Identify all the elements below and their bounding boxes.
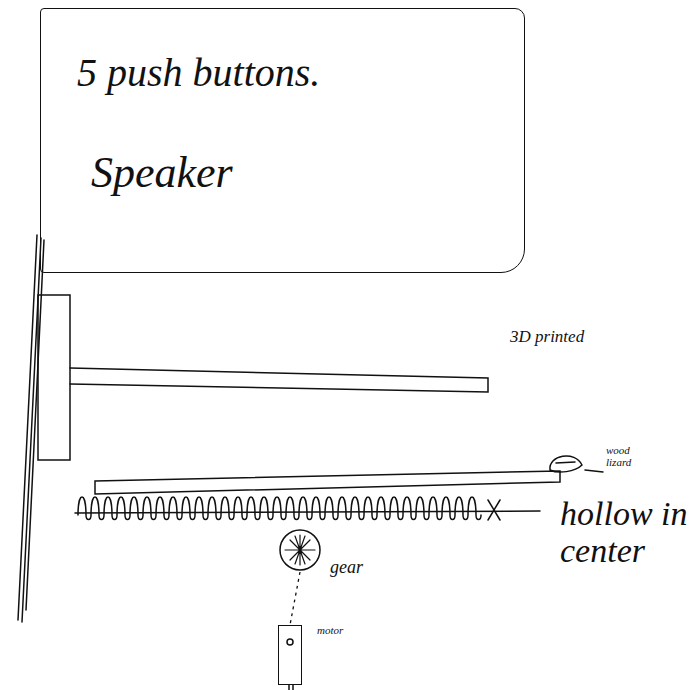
lizard-mark: [556, 462, 575, 463]
motor-box: motor: [278, 625, 302, 685]
node-text: motor: [317, 624, 377, 636]
part-label: hollow in center: [560, 495, 696, 570]
printed-rod: [70, 368, 488, 392]
part-label: wood lizard: [606, 444, 650, 468]
gear-ring: [280, 530, 320, 570]
node-text: Speaker: [91, 149, 391, 197]
mount-block: [38, 295, 70, 460]
control-box: 5 push buttons. Speaker: [40, 8, 525, 273]
gear-teeth: [285, 535, 315, 565]
dashed-connector: [290, 572, 300, 625]
lizard-circle: [550, 456, 582, 472]
gear-circle: gear: [278, 528, 322, 572]
coil-axis: [75, 511, 540, 513]
node-text: gear: [330, 558, 410, 578]
motor-stub: [289, 685, 293, 690]
coil-end: [488, 500, 500, 520]
leader-line: [585, 470, 603, 472]
gear-outline: [278, 528, 322, 572]
part-label: 3D printed: [510, 328, 630, 347]
lower-bar: [95, 471, 560, 494]
node-text: 5 push buttons.: [77, 51, 497, 95]
motor-shaft: [287, 639, 293, 645]
coil-spring: [78, 497, 481, 520]
